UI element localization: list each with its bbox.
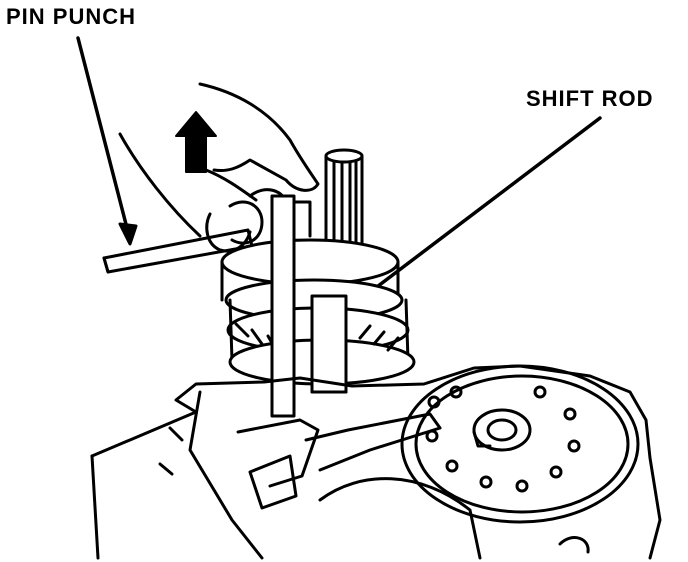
pin-punch-leader-arrowhead: [118, 222, 138, 246]
up-arrow-icon: [175, 111, 217, 173]
pin-punch-label: PIN PUNCH: [6, 4, 137, 29]
shift-rod-label: SHIFT ROD: [526, 86, 654, 111]
shift-rod: [310, 294, 348, 394]
hand-drawing: [118, 82, 320, 253]
shift-fork-rod: [270, 194, 312, 418]
transmission-case: [90, 364, 662, 560]
ring-gear: [400, 364, 640, 524]
pin-punch-leader-line: [76, 36, 130, 234]
input-shaft: [324, 148, 364, 254]
